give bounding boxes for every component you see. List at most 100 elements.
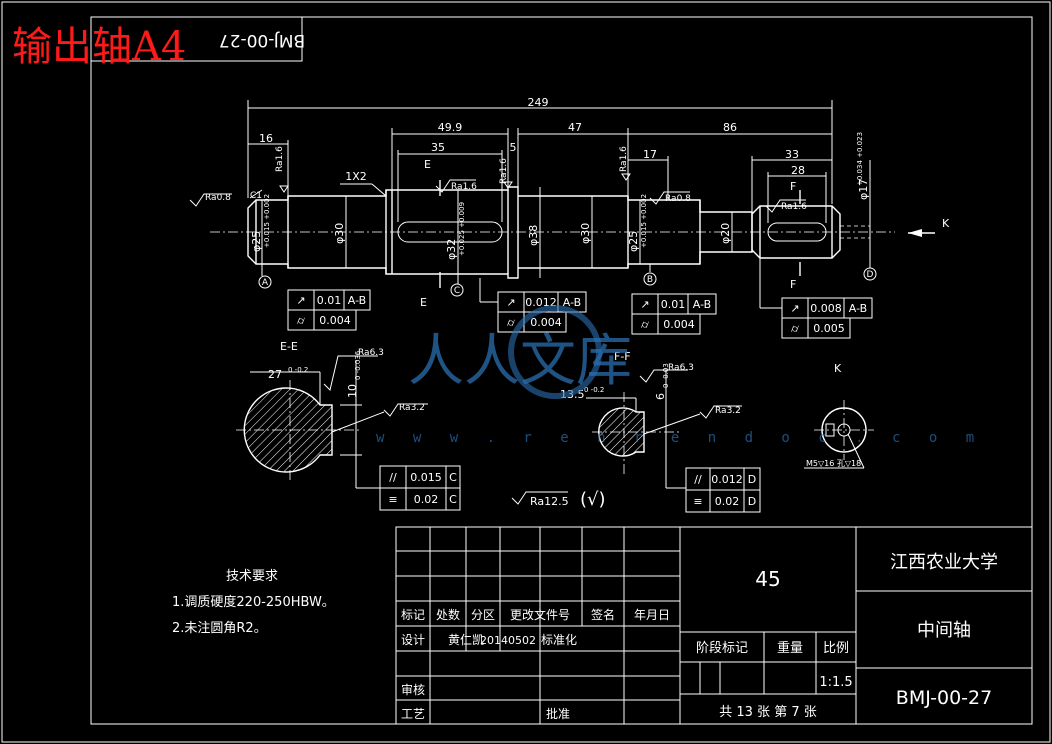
svg-text:审核: 审核 (401, 682, 425, 697)
svg-text:+0.015 +0.002: +0.015 +0.002 (640, 194, 648, 248)
section-ee: E-E 27 0 -0.2 10 0 -0.036 Ra6.3 Ra3.2 (236, 340, 428, 489)
svg-text:C: C (449, 493, 457, 506)
rotated-code-box (90, 16, 303, 62)
svg-text:标记: 标记 (401, 608, 425, 622)
svg-text:↗: ↗ (506, 296, 515, 309)
svg-text:Ra1.6: Ra1.6 (275, 146, 285, 172)
svg-text:Ra3.2: Ra3.2 (715, 406, 741, 416)
svg-text:阶段标记: 阶段标记 (696, 641, 748, 656)
svg-text:E: E (420, 296, 427, 309)
svg-text:86: 86 (723, 121, 737, 134)
svg-text:Ra1.6: Ra1.6 (619, 146, 629, 172)
svg-text:⌭: ⌭ (297, 314, 305, 327)
svg-text:0 -0.2: 0 -0.2 (584, 386, 604, 394)
svg-text://: // (694, 473, 702, 486)
svg-text:E: E (424, 158, 431, 171)
svg-text:0.01: 0.01 (661, 298, 686, 311)
svg-text:A: A (262, 278, 269, 288)
svg-text:⌭: ⌭ (791, 322, 799, 335)
svg-text:A-B: A-B (849, 302, 867, 315)
svg-text:49.9: 49.9 (438, 121, 463, 134)
svg-text:D: D (748, 473, 756, 486)
svg-text:φ32: φ32 (445, 239, 458, 260)
svg-text:0 -0.036: 0 -0.036 (354, 350, 362, 380)
svg-text:0.01: 0.01 (317, 294, 342, 307)
svg-text:20140502: 20140502 (480, 634, 536, 647)
k-view: K M5▽16 孔▽18 (804, 362, 874, 469)
svg-text:φ25: φ25 (627, 231, 640, 252)
tech-title: 技术要求 (226, 569, 278, 584)
svg-text:Ra6.3: Ra6.3 (668, 363, 694, 373)
svg-text:1:1.5: 1:1.5 (819, 675, 852, 690)
svg-text:Ra6.3: Ra6.3 (358, 348, 384, 358)
svg-text:0.004: 0.004 (663, 318, 695, 331)
tech-item-2: 2.未注圆角R2。 (172, 621, 267, 636)
svg-text:人人文库: 人人文库 (408, 329, 632, 394)
svg-text:33: 33 (785, 148, 799, 161)
svg-text:47: 47 (568, 121, 582, 134)
svg-text:处数: 处数 (436, 607, 460, 622)
svg-text:A-B: A-B (348, 294, 366, 307)
svg-text:0.004: 0.004 (530, 316, 562, 329)
svg-text:C: C (449, 471, 457, 484)
svg-text:φ30: φ30 (333, 223, 346, 244)
svg-text:0.005: 0.005 (813, 322, 845, 335)
svg-text:工艺: 工艺 (401, 707, 425, 721)
svg-text:↗: ↗ (640, 298, 649, 311)
svg-text:F: F (790, 180, 796, 193)
svg-text:Ra1.6: Ra1.6 (499, 158, 509, 184)
svg-text:M5▽16 孔▽18: M5▽16 孔▽18 (806, 459, 861, 468)
tolerance-frame-4: ↗ 0.008 A-B ⌭ 0.005 (759, 258, 873, 339)
svg-text:5: 5 (510, 141, 517, 154)
svg-text:0.015: 0.015 (410, 471, 442, 484)
svg-text:1X2: 1X2 (345, 170, 367, 183)
rotated-drawing-number: BMJ-00-27 (219, 30, 305, 50)
svg-text://: // (389, 471, 397, 484)
svg-text:w w w . r e n r e n d o c . c: w w w . r e n r e n d o c . c o m (376, 430, 984, 446)
svg-text:φ30: φ30 (579, 223, 592, 244)
svg-text:0.012: 0.012 (711, 473, 743, 486)
svg-text:6: 6 (654, 393, 667, 400)
svg-text:28: 28 (791, 164, 805, 177)
svg-text:K: K (834, 362, 842, 375)
svg-text:10: 10 (346, 384, 359, 398)
svg-text:B: B (647, 275, 653, 285)
svg-text:+0.025 +0.009: +0.025 +0.009 (458, 202, 466, 256)
svg-text:标准化: 标准化 (541, 633, 577, 647)
svg-text:共 13 张 第 7 张: 共 13 张 第 7 张 (719, 705, 816, 720)
svg-text:↗: ↗ (296, 294, 305, 307)
svg-text:(√): (√) (580, 489, 606, 510)
dimension-texts: 249 16 49.9 47 86 35 5 17 33 28 1X2 C1 φ… (250, 96, 870, 260)
svg-text:Ra1.6: Ra1.6 (451, 182, 477, 192)
svg-text:A-B: A-B (563, 296, 581, 309)
svg-text:0 -0.2: 0 -0.2 (288, 366, 308, 374)
tolerance-frame-3: ↗ 0.01 A-B ⌭ 0.004 (631, 293, 717, 335)
svg-text:C1: C1 (250, 191, 262, 201)
svg-text:批准: 批准 (546, 706, 570, 721)
watermark: 人人文库 w w w . r e n r e n d o c . c o m (376, 305, 984, 446)
svg-text:φ20: φ20 (719, 223, 732, 244)
svg-text:+0.034 +0.023: +0.034 +0.023 (856, 132, 864, 186)
svg-text:年月日: 年月日 (634, 608, 670, 622)
svg-text:27: 27 (268, 368, 282, 381)
svg-text:F-F: F-F (614, 350, 631, 363)
roughness-marks: Ra0.8 Ra1.6 Ra0.8 Ra1.6 Ra1.6 Ra1.6 Ra1.… (189, 146, 807, 213)
svg-text:C: C (454, 286, 460, 296)
part-name: 中间轴 (917, 620, 971, 641)
svg-text:⌭: ⌭ (507, 316, 515, 329)
dimension-lines (247, 100, 935, 288)
svg-text:Ra0.8: Ra0.8 (205, 193, 231, 203)
svg-text:分区: 分区 (471, 608, 495, 622)
svg-text:0 -0.03: 0 -0.03 (662, 363, 670, 388)
tolerance-frame-1: ↗ 0.01 A-B ⌭ 0.004 (287, 289, 371, 331)
svg-text:更改文件号: 更改文件号 (510, 607, 570, 622)
svg-text:φ38: φ38 (527, 225, 540, 246)
svg-text:+0.015 +0.002: +0.015 +0.002 (263, 194, 271, 248)
svg-text:Ra3.2: Ra3.2 (399, 403, 425, 413)
svg-text:K: K (942, 217, 950, 230)
svg-text:Ra0.8: Ra0.8 (665, 194, 691, 204)
svg-text:≡: ≡ (693, 495, 702, 508)
svg-text:249: 249 (528, 96, 549, 109)
